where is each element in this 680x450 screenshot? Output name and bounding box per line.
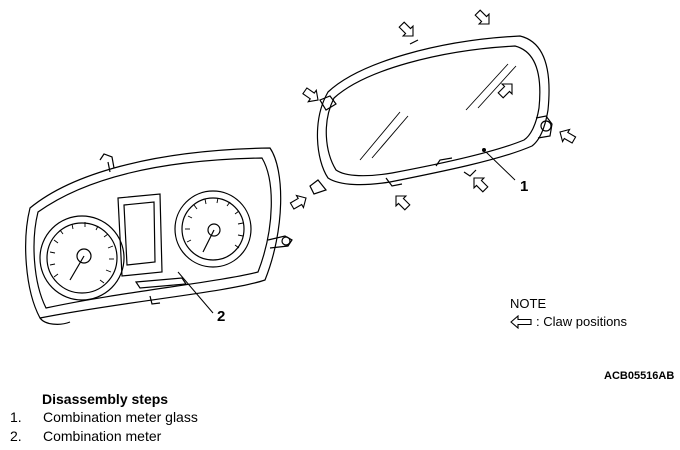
center-display — [117, 193, 163, 277]
claw-arrow — [468, 172, 491, 195]
figure-code: ACB05516AB — [604, 370, 675, 382]
claw-arrow — [495, 78, 518, 101]
note-title: NOTE — [510, 296, 547, 311]
callout-glass: 1 — [520, 178, 529, 195]
left-gauge-ring — [39, 215, 125, 301]
exploded-view-illustration — [25, 7, 578, 325]
claw-arrow — [390, 190, 413, 213]
claw-arrows — [288, 7, 578, 213]
step-number: 2. — [10, 428, 22, 444]
claw-arrow-icon — [510, 314, 532, 329]
step-number: 1. — [10, 409, 22, 425]
steps-title: Disassembly steps — [42, 391, 169, 407]
step-item: 1. Combination meter glass — [10, 409, 198, 425]
right-gauge-ring — [174, 190, 252, 268]
claw-arrow — [396, 19, 419, 42]
claw-arrow — [300, 84, 323, 107]
claw-arrow — [555, 125, 578, 147]
combination-meter-glass-drawing — [309, 35, 553, 195]
step-item: 2. Combination meter — [10, 428, 161, 444]
claw-arrow — [288, 191, 311, 213]
combination-meter-drawing — [25, 147, 293, 325]
step-label: Combination meter glass — [43, 409, 198, 425]
claw-arrow — [472, 7, 495, 30]
note-legend: : Claw positions — [510, 314, 627, 329]
callout-meter: 2 — [217, 308, 226, 325]
step-label: Combination meter — [43, 428, 162, 444]
note-legend-text: : Claw positions — [536, 314, 628, 329]
